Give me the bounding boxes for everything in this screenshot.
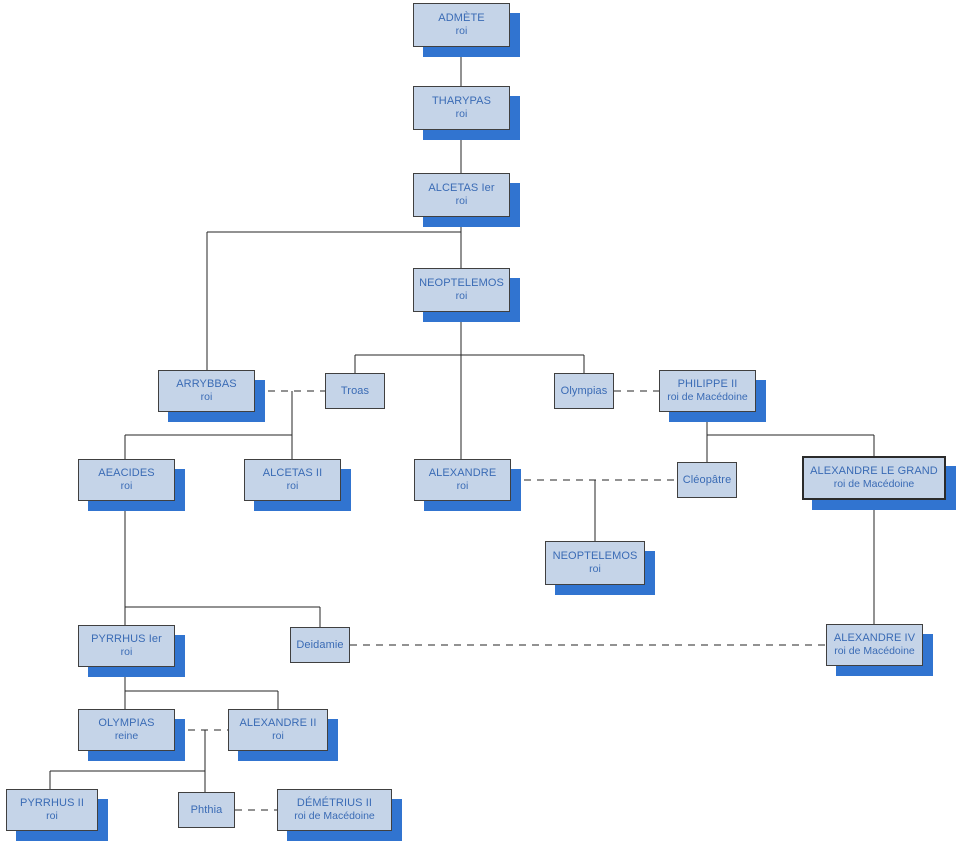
node-name: NEOPTELEMOS [419,277,504,290]
node-title: reine [114,730,139,743]
node-name: ALEXANDRE LE GRAND [810,465,938,478]
node-name: Troas [340,384,370,397]
node-title: roi [272,730,284,743]
node-name: ARRYBBAS [176,378,237,391]
node-title: roi [589,563,601,576]
node-name: ADMÈTE [438,12,485,25]
node-title: roi [456,480,469,493]
node-cleopatre[interactable]: Cléopâtre [677,462,737,498]
node-troas[interactable]: Troas [325,373,385,409]
node-title: roi [455,108,468,121]
node-name: OLYMPIAS [98,717,155,730]
node-name: THARYPAS [431,95,492,108]
node-name: Olympias [560,384,608,397]
node-name: PYRRHUS II [20,797,84,810]
node-olympias1[interactable]: Olympias [554,373,614,409]
node-title: roi [120,480,133,493]
node-name: ALEXANDRE II [239,717,317,730]
node-title: roi de Macédoine [667,391,748,404]
node-name: NEOPTELEMOS [552,550,638,563]
node-name: PHILIPPE II [677,378,738,391]
node-name: PYRRHUS Ier [91,633,162,646]
node-name: ALCETAS Ier [428,182,495,195]
node-name: Phthia [190,803,223,816]
node-name: AEACIDES [98,467,155,480]
node-name: Cléopâtre [682,473,732,486]
node-title: roi [455,25,468,38]
node-name: DÉMÉTRIUS II [296,797,373,810]
node-title: roi de Macédoine [833,478,915,491]
node-title: roi de Macédoine [834,645,915,658]
node-title: roi [46,810,58,823]
node-name: ALCETAS II [262,467,323,480]
node-title: roi de Macédoine [294,810,375,823]
node-phthia[interactable]: Phthia [178,792,235,828]
node-deidamie[interactable]: Deidamie [290,627,350,663]
node-name: ALEXANDRE [428,467,497,480]
node-title: roi [455,290,468,303]
node-name: Deidamie [296,638,344,651]
node-title: roi [120,646,133,659]
node-name: ALEXANDRE IV [833,632,916,645]
node-title: roi [455,195,468,208]
node-title: roi [286,480,299,493]
node-title: roi [200,391,213,404]
